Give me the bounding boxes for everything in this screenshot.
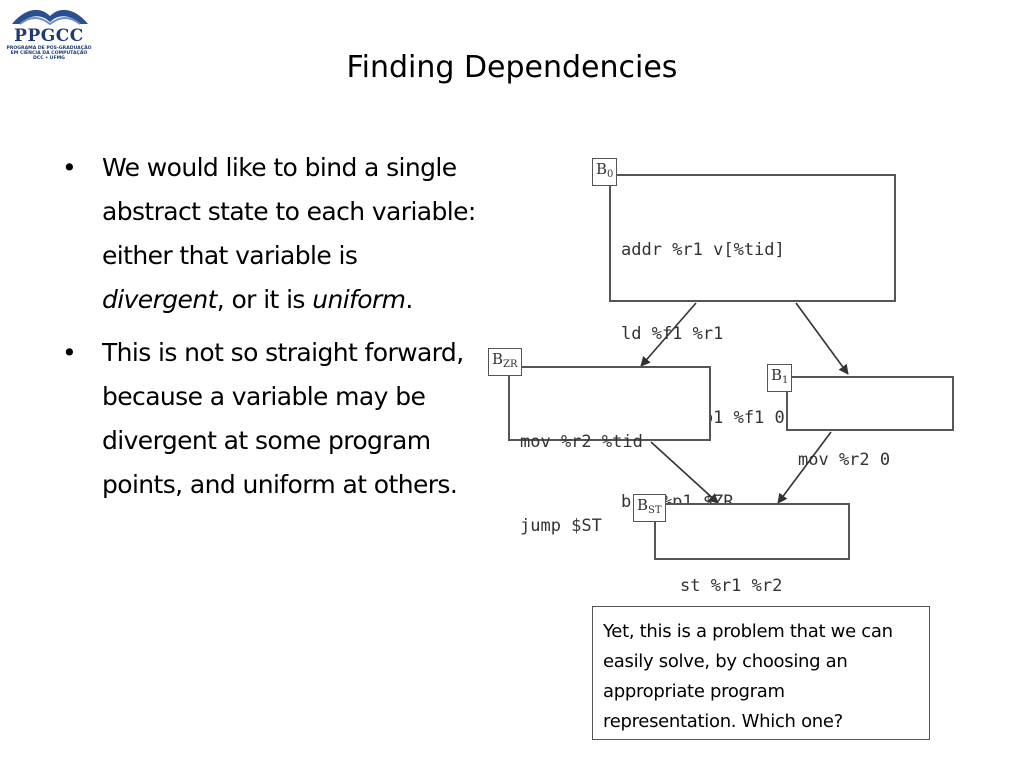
block-b0-label: B0 (592, 158, 618, 186)
control-flow-graph: addr %r1 v[%tid] ld %f1 %r1 set.lt %p1 %… (486, 150, 966, 596)
bullet-item: This is not so straight forward, because… (60, 331, 480, 507)
logo-name: PPGCC (14, 26, 84, 46)
logo-subtitle-line: EM CIÊNCIA DA COMPUTAÇÃO (10, 51, 88, 56)
logo-subtitle-line: PROGRAMA DE PÓS-GRADUAÇÃO (6, 46, 92, 51)
callout-box: Yet, this is a problem that we can easil… (592, 606, 930, 740)
code-line: ld %f1 %r1 (621, 324, 724, 344)
block-b0: addr %r1 v[%tid] ld %f1 %r1 set.lt %p1 %… (609, 174, 896, 512)
bullet-text: , or it is (216, 285, 313, 314)
edge-b1-bst (777, 431, 832, 504)
logo-emblem-icon (12, 9, 88, 26)
edge-b0-bzr (640, 302, 697, 367)
bullet-item: We would like to bind a single abstract … (60, 146, 480, 322)
bullet-text: . (405, 285, 413, 314)
block-bst-label: BST (633, 494, 666, 522)
logo-subtitle-line: DCC • UFMG (33, 56, 65, 61)
block-bzr-label: BZR (488, 348, 522, 376)
ppgcc-logo: PPGCC PROGRAMA DE PÓS-GRADUAÇÃO EM CIÊNC… (4, 4, 94, 66)
code-line: jump $ST (520, 516, 602, 536)
code-line: addr %r1 v[%tid] (621, 240, 785, 260)
slide-title: Finding Dependencies (346, 50, 678, 85)
code-line: mov %r2 0 (798, 450, 891, 470)
code-line: st %r1 %r2 (680, 576, 783, 596)
bullet-text: We would like to bind a single abstract … (102, 153, 476, 270)
edge-b0-b1 (795, 302, 849, 375)
bullet-emphasis: uniform (312, 285, 406, 314)
bullet-list: We would like to bind a single abstract … (60, 146, 480, 516)
cfg-edges (640, 302, 849, 504)
bullet-text: This is not so straight forward, because… (102, 338, 464, 499)
bullet-emphasis: divergent (102, 285, 217, 314)
block-bst: st %r1 %r2 (654, 503, 850, 596)
code-line: mov %r2 %tid (520, 432, 643, 452)
block-bzr: mov %r2 %tid jump $ST (508, 366, 711, 536)
edge-bzr-bst (650, 441, 719, 504)
block-b1: mov %r2 0 (786, 376, 954, 470)
block-b1-label: B1 (767, 364, 793, 392)
